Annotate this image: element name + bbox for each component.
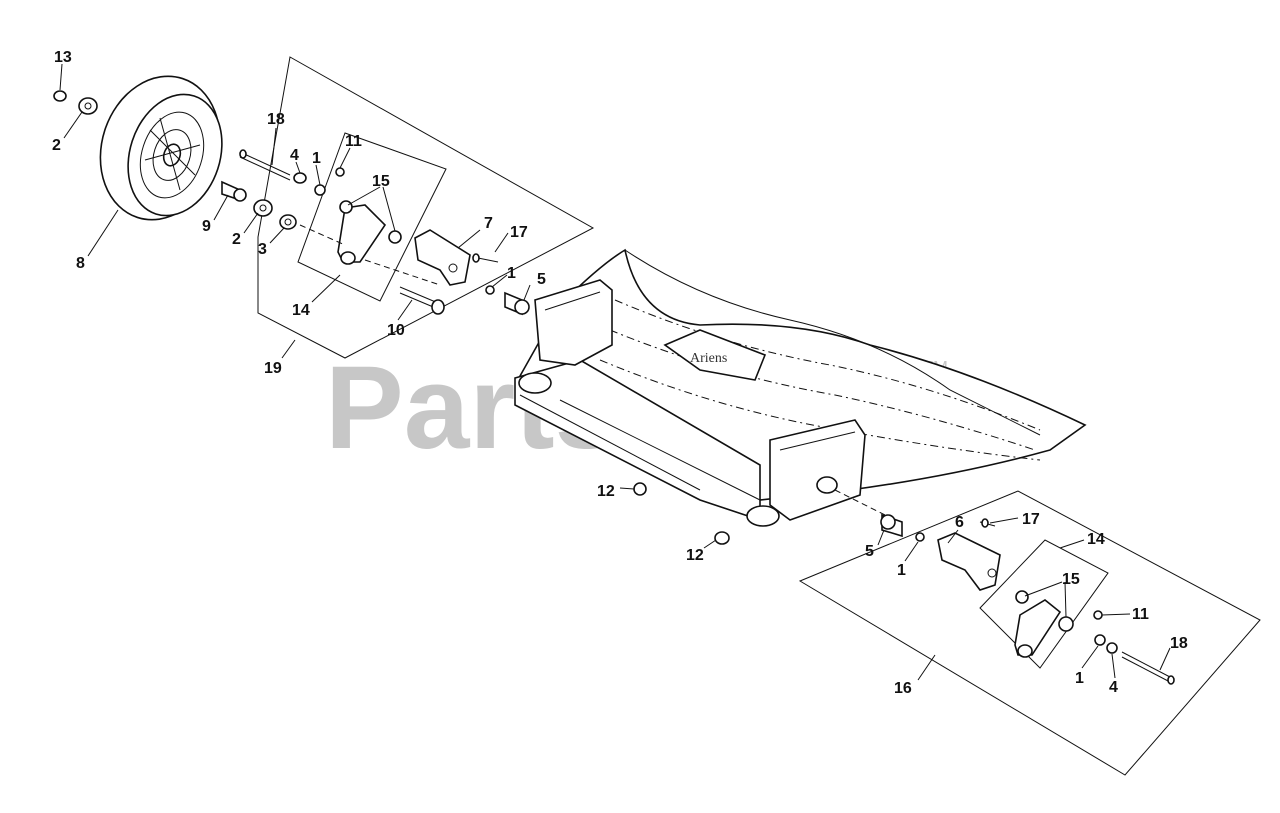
callout-2: 2 <box>232 231 241 248</box>
callout-9: 9 <box>202 218 211 235</box>
callout-4: 4 <box>290 147 299 164</box>
callout-18: 18 <box>1170 635 1188 652</box>
wheel <box>99 75 223 221</box>
right-hardware <box>633 482 1175 685</box>
callout-17: 17 <box>1022 511 1040 528</box>
callout-15: 15 <box>1062 571 1080 588</box>
callout-16: 16 <box>894 680 912 697</box>
callout-14: 14 <box>1087 531 1105 548</box>
leader-lines <box>59 63 1171 681</box>
callout-3: 3 <box>258 241 267 258</box>
callout-15: 15 <box>372 173 390 190</box>
callout-1: 1 <box>507 265 516 282</box>
svg-text:Ariens: Ariens <box>690 351 727 366</box>
assembly-box-16 <box>798 490 1261 776</box>
callout-11: 11 <box>345 133 362 150</box>
callout-2: 2 <box>52 137 61 154</box>
callout-8: 8 <box>76 255 85 272</box>
callout-14: 14 <box>292 302 310 319</box>
callout-11: 11 <box>1132 606 1149 623</box>
callout-17: 17 <box>510 224 528 241</box>
callout-1: 1 <box>897 562 906 579</box>
callout-12: 12 <box>597 483 615 500</box>
callout-1: 1 <box>312 150 321 167</box>
assembly-box-14-left <box>297 132 447 302</box>
callouts: 13 2 8 18 4 1 11 15 9 2 3 7 17 1 5 14 10… <box>52 49 1188 697</box>
callout-12: 12 <box>686 547 704 564</box>
callout-5: 5 <box>865 543 874 560</box>
callout-19: 19 <box>264 360 282 377</box>
mower-deck: Ariens <box>514 248 1087 527</box>
callout-10: 10 <box>387 322 405 339</box>
callout-1: 1 <box>1075 670 1084 687</box>
callout-7: 7 <box>484 215 493 232</box>
callout-4: 4 <box>1109 679 1118 696</box>
callout-5: 5 <box>537 271 546 288</box>
left-hardware <box>53 90 530 316</box>
callout-18: 18 <box>267 111 285 128</box>
callout-6: 6 <box>955 514 964 531</box>
callout-13: 13 <box>54 49 72 66</box>
